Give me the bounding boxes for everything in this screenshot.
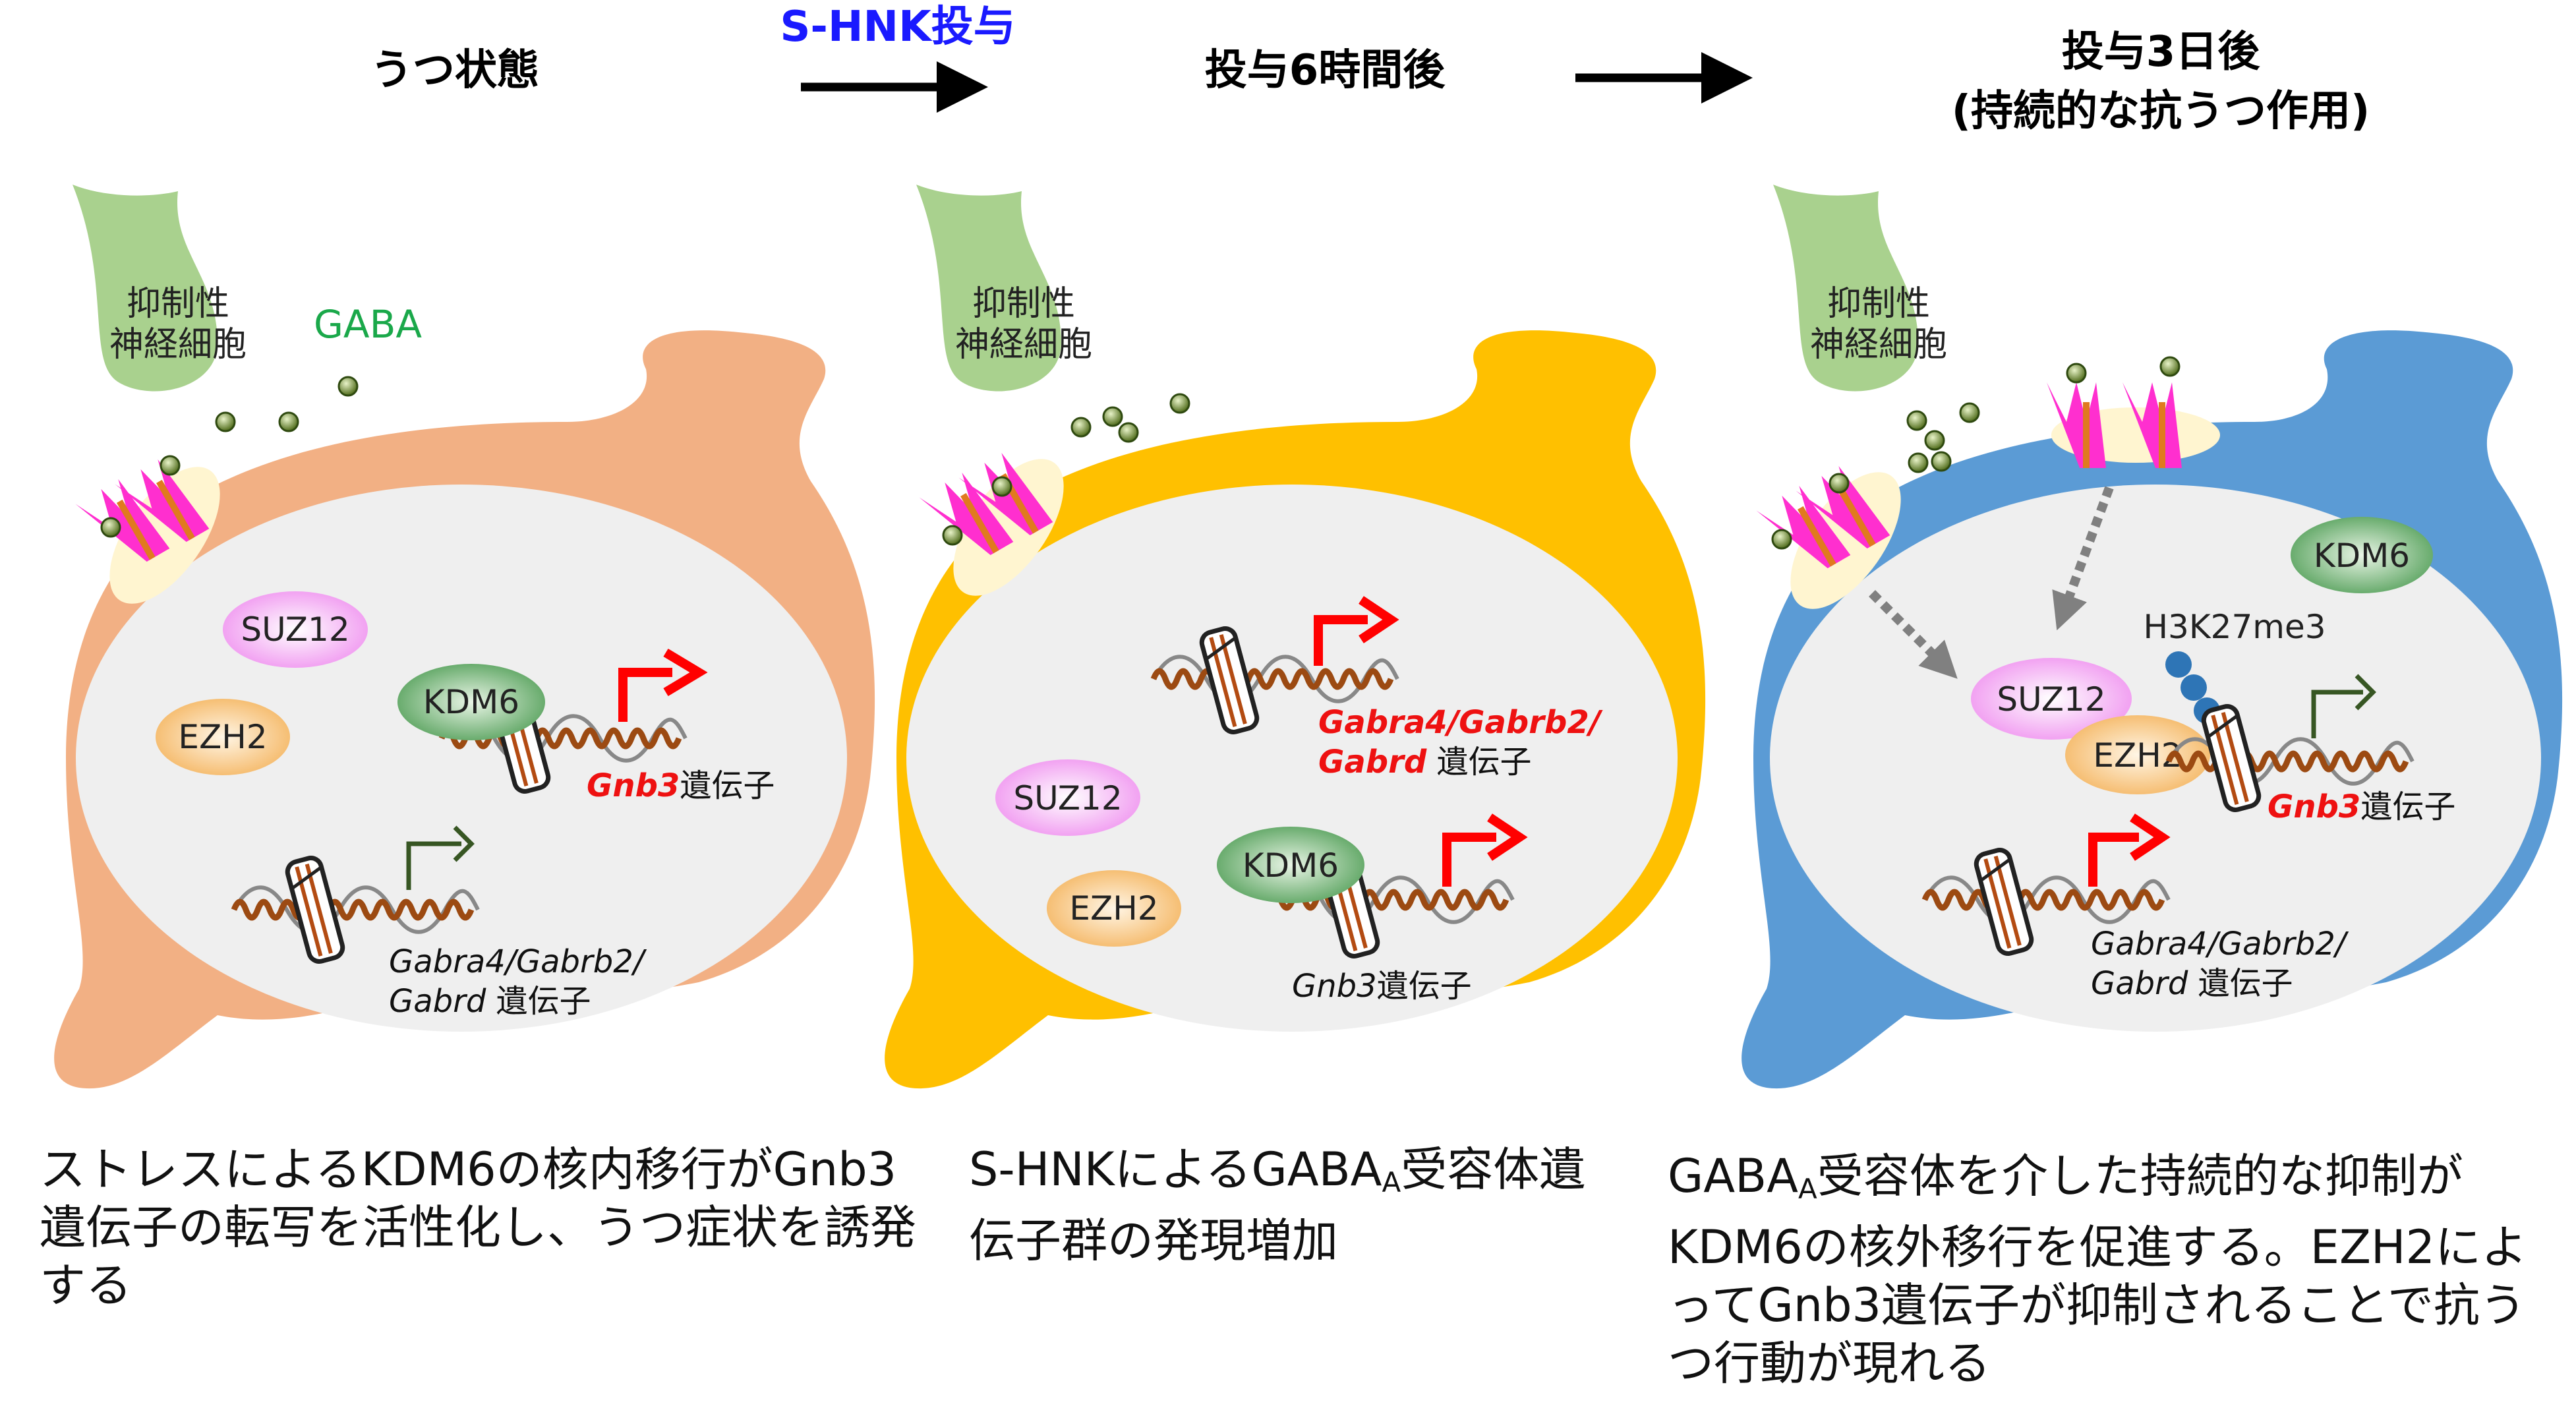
arrow-head [2355,674,2376,711]
inhibitory-neuron [1773,185,1918,392]
gaba-molecule [2066,363,2087,384]
kdm6-label: KDM6 [2314,537,2410,575]
gaba-molecule [1906,410,1927,431]
suz12-protein [995,759,1140,836]
kdm6-protein [1217,827,1364,903]
arrow-head [453,825,475,862]
panel-3d-after: 抑制性 神経細胞 KDM6 H3K27me3 SUZ12 EZH2 [1742,185,2563,1089]
arrow-head [663,648,708,697]
arrow-head [2130,813,2171,861]
ezh2-label: EZH2 [178,718,267,756]
gaba-molecule [1169,393,1190,414]
inhibitory-neuron [916,185,1061,392]
header-3d-after: 投与3日後 [2062,28,2261,76]
h3k27me3-label: H3K27me3 [2143,608,2326,646]
gaba-molecule [337,376,359,397]
gaba-molecule [100,517,121,538]
arrow-head [1359,596,1399,643]
gnb3-gene-label: Gnb3遺伝子 [1292,968,1472,1005]
ezh2-protein [156,699,290,775]
header-depression-state: うつ状態 [370,46,539,95]
gaba-molecule [215,411,236,432]
inhibitory-neuron [73,185,218,392]
inactive-transcription-arrow [2311,690,2363,738]
gaba-label: GABA [314,302,422,347]
gaba-molecule [1931,451,1952,472]
inhibitory-neuron-label-2: 神経細胞 [955,325,1092,365]
inhibitory-neuron-label-2: 神経細胞 [1810,325,1947,365]
gnb3-gene-label: Gnb3遺伝子 [587,767,775,804]
gaba-molecule [1771,529,1792,550]
arrow-head [1487,813,1528,861]
inhibitory-neuron-label-1: 抑制性 [1827,284,1930,324]
ezh2-label: EZH2 [2093,736,2182,775]
methyl-mark [2165,651,2192,678]
gaba-genes-label-1: Gabra4/Gabrb2/ [1318,704,1603,741]
suz12-label: SUZ12 [1997,680,2105,719]
gaba-genes-label-2: Gabrd 遺伝子 [389,983,591,1020]
caption-panel-3: GABAA受容体を介した持続的な抑制がKDM6の核外移行を促進する。EZH2によ… [1668,1149,2528,1390]
gaba-genes-label-2: Gabrd 遺伝子 [1318,744,1531,781]
caption-panel-1: ストレスによるKDM6の核内移行がGnb3遺伝子の転写を活性化し、うつ症状を誘発… [40,1142,916,1313]
header-s-hnk-treatment: S-HNK投与 [780,3,1015,51]
kdm6-label: KDM6 [1243,846,1339,885]
ezh2-label: EZH2 [1069,889,1158,928]
kdm6-label: KDM6 [423,683,519,721]
inhibitory-neuron-label-2: 神経細胞 [109,325,247,365]
gaba-genes-label-1: Gabra4/Gabrb2/ [389,943,647,980]
active-transcription-arrow [1314,615,1368,666]
suz12-protein [223,591,368,668]
inactive-transcription-arrow [406,841,461,890]
inhibitory-neuron-label-1: 抑制性 [972,284,1075,324]
kdm6-protein [397,664,545,740]
panel-depression: 抑制性 神経細胞 GABA SUZ12 EZH2 KDM6 Gnb3遺伝子 Ga… [54,185,875,1089]
gaba-molecule [160,455,181,476]
methyl-mark [2181,674,2207,701]
gaba-molecule [1924,430,1945,451]
active-transcription-arrow [2088,833,2139,887]
signal-arrow [1869,590,1958,679]
active-transcription-arrow [618,668,672,722]
ezh2-protein [2065,715,2210,794]
gaba-molecule [991,476,1012,497]
signal-arrow [2052,486,2114,631]
caption-panel-2: S-HNKによるGABAA受容体遺伝子群の発現増加 [969,1142,1586,1268]
gaba-genes-label-2: Gabrd 遺伝子 [2091,965,2293,1002]
gaba-molecule [1908,452,1929,473]
synaptic-membrane [1790,472,1901,609]
synaptic-membrane [953,459,1064,596]
gaba-molecule [942,525,963,546]
gaba-genes-label-1: Gabra4/Gabrb2/ [2091,926,2349,962]
active-transcription-arrow [1442,833,1496,887]
gaba-molecule [1959,402,1980,423]
gnb3-gene-label: Gnb3遺伝子 [2268,788,2455,825]
suz12-label: SUZ12 [1013,779,1122,817]
kdm6-protein [2291,517,2433,593]
suz12-protein [1971,658,2132,740]
synaptic-membrane [109,467,220,604]
gaba-molecule [1070,417,1092,438]
gaba-molecule [1829,473,1850,494]
header-sustained-effect: (持続的な抗うつ作用) [1952,87,2370,136]
gaba-molecule [1102,406,1123,427]
inhibitory-neuron-label-1: 抑制性 [127,284,229,324]
gaba-molecule [278,411,299,432]
panel-6h-after: 抑制性 神経細胞 Gabra4/Gabrb2/ Gabrd 遺伝子 SUZ12 … [885,185,1706,1089]
header-6h-after: 投与6時間後 [1205,46,1446,95]
gaba-molecule [2159,356,2181,377]
ezh2-protein [1047,870,1181,947]
suz12-label: SUZ12 [241,610,349,649]
gaba-molecule [1118,422,1139,443]
